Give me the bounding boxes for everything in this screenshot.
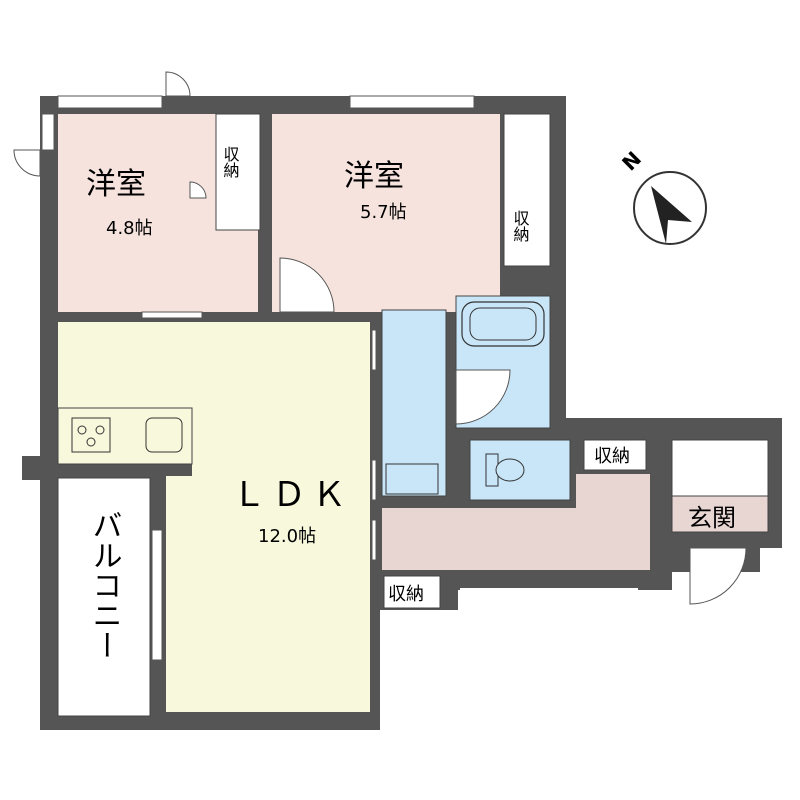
balcony-label: バルコニー	[87, 510, 122, 660]
western-room-1-size: 4.8帖	[106, 218, 153, 239]
closet-ldk-box	[383, 575, 441, 609]
windows	[41, 95, 475, 661]
closet-room2-label: 収納	[511, 210, 530, 243]
balcony-area	[57, 477, 151, 717]
closet-hall-box	[583, 439, 647, 471]
toilet-icon	[485, 453, 525, 487]
ldk-label: ＬＤＫ	[232, 475, 352, 515]
north-arrow-icon	[651, 186, 692, 244]
washbasin-icon	[385, 463, 439, 495]
compass: N	[617, 147, 707, 245]
closet-room2-box	[503, 113, 551, 267]
kitchen-sink-icon	[145, 417, 183, 453]
closet-room1-box	[215, 113, 261, 231]
doors	[13, 71, 747, 605]
closet-ldk-label: 収納	[388, 584, 424, 605]
ldk-floor	[58, 322, 370, 712]
closet-hall-label: 収納	[594, 446, 630, 467]
shoe-closet	[671, 439, 769, 497]
western-room-2-label: 洋室	[344, 159, 404, 194]
stove-icon	[71, 417, 111, 453]
north-label: N	[617, 147, 646, 176]
bathtub-icon	[461, 301, 545, 347]
closet-room1-label: 収納	[221, 146, 240, 179]
western-room-2-size: 5.7帖	[360, 202, 407, 223]
ldk-size: 12.0帖	[258, 526, 316, 547]
entrance-label: 玄関	[688, 504, 736, 532]
hallway-floor	[382, 474, 650, 570]
western-room-1-label: 洋室	[86, 167, 146, 202]
